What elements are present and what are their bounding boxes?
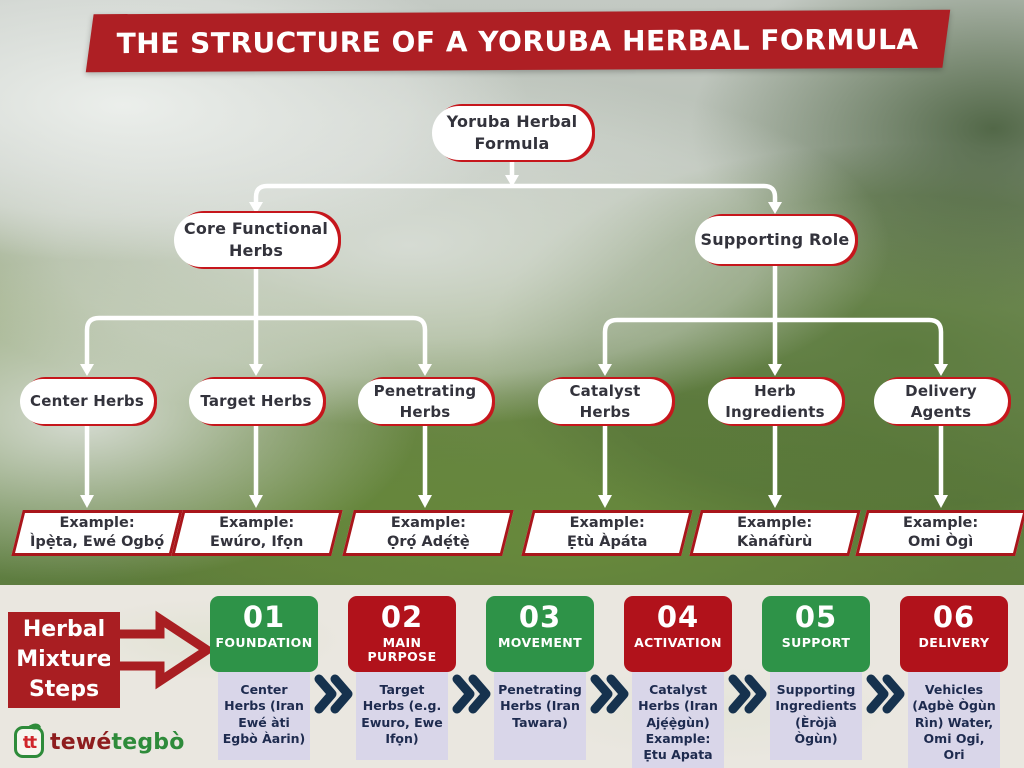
step-description-main-purpose: Target Herbs (e.g. Ewuro, Ewe Ifọn) [356, 672, 448, 760]
example-title: Example: [390, 515, 466, 532]
node-herb-ingredients: Herb Ingredients [708, 379, 842, 424]
double-chevron-icon [866, 674, 905, 714]
node-label: Supporting Role [700, 230, 850, 250]
step-number: 06 [932, 600, 976, 634]
node-label: Catalyst Herbs [569, 382, 641, 421]
node-catalyst-herbs: Catalyst Herbs [538, 379, 672, 424]
forest-background-photo [0, 0, 1024, 585]
step-label: DELIVERY [918, 634, 990, 650]
step-card-foundation: 01 FOUNDATION [210, 596, 318, 672]
heading-label: Herbal Mixture Steps [16, 617, 112, 702]
step-number: 03 [518, 600, 562, 634]
step-label: MAIN PURPOSE [367, 634, 437, 665]
node-center-herbs: Center Herbs [20, 379, 154, 424]
node-label: Penetrating Herbs [373, 382, 477, 421]
node-penetrating-herbs: Penetrating Herbs [358, 379, 492, 424]
example-value: Kànáfùrù [737, 534, 813, 550]
node-label: Core Functional Herbs [183, 219, 329, 260]
step-card-main-purpose: 02 MAIN PURPOSE [348, 596, 456, 672]
double-chevron-icon [728, 674, 767, 714]
example-delivery-agents: Example: Omi Ògì [855, 510, 1024, 556]
page-title: THE STRUCTURE OF A YORUBA HERBAL FORMULA [116, 22, 920, 60]
herbal-mixture-steps-heading: Herbal Mixture Steps [8, 612, 120, 708]
node-label: Yoruba Herbal Formula [446, 112, 578, 153]
title-banner: THE STRUCTURE OF A YORUBA HERBAL FORMULA [85, 9, 951, 73]
logo-word-part1: tewé [50, 729, 112, 755]
step-label: MOVEMENT [497, 634, 583, 650]
example-value: Ọrọ́ Adẹ́tẹ̀ [386, 534, 470, 550]
step-description-foundation: Center Herbs (Iran Ewé àti Egbò Àarin) [218, 672, 310, 760]
node-target-herbs: Target Herbs [189, 379, 323, 424]
double-chevron-icon [452, 674, 491, 714]
double-chevron-icon [590, 674, 629, 714]
node-label: Delivery Agents [905, 382, 977, 421]
steps-arrow-icon [110, 610, 212, 690]
example-title: Example: [903, 515, 979, 532]
node-core-functional-herbs: Core Functional Herbs [174, 213, 338, 267]
step-number: 04 [656, 600, 700, 634]
step-card-activation: 04 ACTIVATION [624, 596, 732, 672]
node-label: Target Herbs [200, 392, 312, 411]
tewetegbo-monogram-icon: tt [14, 721, 44, 758]
example-title: Example: [59, 515, 135, 532]
step-label: SUPPORT [781, 634, 851, 650]
node-yoruba-herbal-formula: Yoruba Herbal Formula [432, 106, 592, 160]
step-description-movement: Penetrating Herbs (Iran Tawara) [494, 672, 586, 760]
step-card-support: 05 SUPPORT [762, 596, 870, 672]
example-value: Ìpẹ̀ta, Ewé Ogbọ́ [29, 534, 165, 550]
example-title: Example: [737, 515, 813, 532]
double-chevron-icon [314, 674, 353, 714]
step-card-delivery: 06 DELIVERY [900, 596, 1008, 672]
example-catalyst-herbs: Example: Ẹtù Àpáta [521, 510, 693, 556]
node-supporting-role: Supporting Role [695, 216, 855, 264]
step-number: 02 [380, 600, 424, 634]
step-number: 01 [242, 600, 286, 634]
example-center-herbs: Example: Ìpẹ̀ta, Ewé Ogbọ́ [11, 510, 183, 556]
example-penetrating-herbs: Example: Ọrọ́ Adẹ́tẹ̀ [342, 510, 514, 556]
logo-wordmark: tewétegbò [50, 730, 185, 755]
step-description-support: Supporting Ingredients (Èròjà Ògùn) [770, 672, 862, 760]
step-number: 05 [794, 600, 838, 634]
step-description-delivery: Vehicles (Agbè Ògùn Rìn) Water, Omi Ogi,… [908, 672, 1000, 768]
step-label: ACTIVATION [634, 634, 722, 650]
example-value: Ẹtù Àpáta [566, 534, 648, 550]
node-delivery-agents: Delivery Agents [874, 379, 1008, 424]
node-label: Center Herbs [29, 392, 144, 411]
example-value: Ewúro, Ifọn [210, 534, 304, 550]
step-label: FOUNDATION [215, 634, 313, 650]
example-title: Example: [569, 515, 645, 532]
example-value: Omi Ògì [908, 534, 974, 550]
example-title: Example: [219, 515, 295, 532]
node-label: Herb Ingredients [725, 382, 825, 421]
example-target-herbs: Example: Ewúro, Ifọn [171, 510, 343, 556]
step-card-movement: 03 MOVEMENT [486, 596, 594, 672]
tewetegbo-logo: tt tewétegbò [14, 721, 185, 758]
logo-word-part2: tegbò [111, 729, 185, 755]
step-description-activation: Catalyst Herbs (Iran Ajẹ́ẹ̀gùn) Example:… [632, 672, 724, 768]
example-herb-ingredients: Example: Kànáfùrù [689, 510, 861, 556]
